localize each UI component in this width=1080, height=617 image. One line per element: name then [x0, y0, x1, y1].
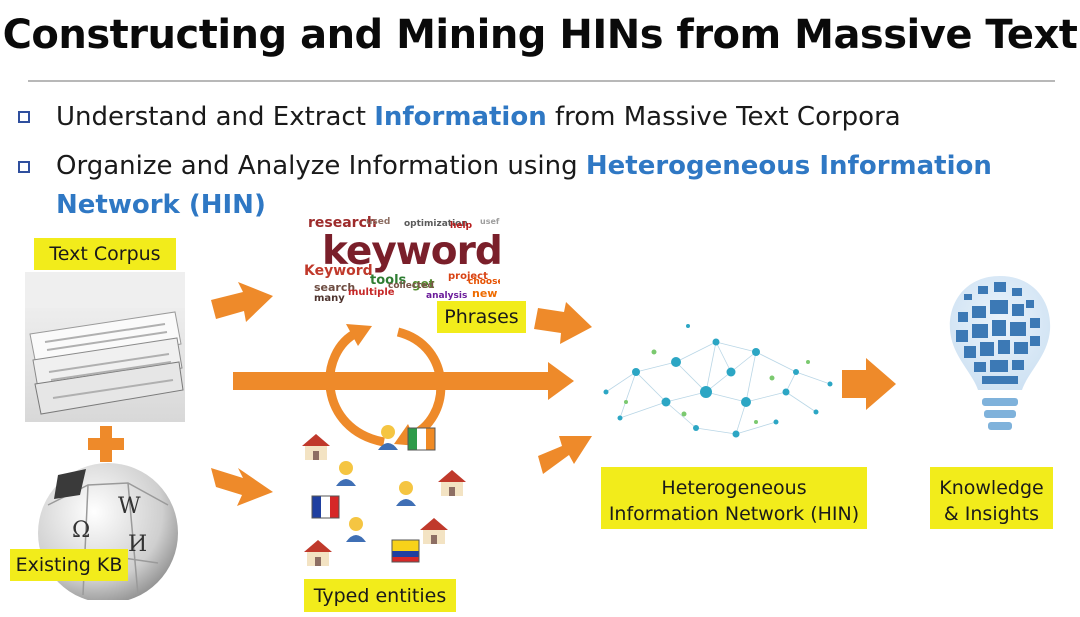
- arrow-to-knowledge: [842, 358, 896, 410]
- knowledge-label: Knowledge & Insights: [930, 467, 1053, 529]
- wordcloud-word: help: [450, 221, 473, 231]
- house-icon: [438, 470, 466, 496]
- existing-kb-label: Existing KB: [10, 549, 128, 581]
- network-graph-image: [596, 322, 840, 446]
- wordcloud-word: collected: [388, 281, 434, 291]
- bullet-2-line2: Network (HIN): [56, 190, 266, 220]
- bullet-2-pre: Organize and Analyze Information using: [56, 151, 586, 181]
- person-icon: [346, 517, 366, 542]
- wiki-glyph-w: W: [118, 494, 141, 519]
- bullet-1-highlight: Information: [374, 102, 547, 132]
- person-icon: [378, 425, 398, 450]
- house-icon: [304, 540, 332, 566]
- knowledge-label-line1: Knowledge: [939, 477, 1044, 499]
- wordcloud-word: optimization: [404, 219, 468, 229]
- person-icon: [396, 481, 416, 506]
- wordcloud-word: new: [472, 287, 498, 300]
- cycle-arrow-left: [325, 327, 385, 447]
- wordcloud-word: analysis: [426, 291, 468, 301]
- arrow-phrases-to-hin: [534, 302, 592, 344]
- bullet-2-checkbox-icon: [18, 161, 30, 173]
- bullet-2: Organize and Analyze Information using H…: [56, 147, 992, 185]
- hin-label: Heterogeneous Information Network (HIN): [601, 467, 867, 529]
- wordcloud-word: choose: [468, 277, 500, 287]
- house-icon: [302, 434, 330, 460]
- arrow-to-hin-main: [233, 362, 574, 400]
- bullet-1-post: from Massive Text Corpora: [546, 102, 901, 132]
- flag-icon-ireland: [407, 427, 436, 451]
- wiki-glyph-i: И: [128, 532, 147, 557]
- wordcloud-word: used: [366, 217, 391, 227]
- wordcloud-word: get: [412, 277, 435, 291]
- keyword-wordcloud-image: research keywords Keyword tools optimiza…: [300, 214, 500, 306]
- wiki-glyph-omega: Ω: [72, 518, 90, 543]
- arrow-to-entities: [211, 468, 273, 506]
- wordcloud-word: multiple: [348, 287, 395, 298]
- wordcloud-word: Keyword: [304, 263, 373, 279]
- bullet-1-pre: Understand and Extract: [56, 102, 375, 132]
- wordcloud-word: research: [308, 215, 377, 231]
- wordcloud-word: project: [448, 271, 488, 282]
- wordcloud-word: many: [314, 293, 345, 304]
- typed-entities-label: Typed entities: [304, 579, 456, 612]
- flag-icon-france: [311, 495, 340, 519]
- title-divider: [28, 80, 1055, 82]
- arrow-to-phrases: [211, 282, 273, 322]
- slide-title: Constructing and Mining HINs from Massiv…: [2, 12, 1078, 58]
- newspaper-image: [25, 272, 185, 422]
- wordcloud-main-word: keywords: [322, 229, 500, 274]
- hin-label-line2: Information Network (HIN): [608, 503, 860, 525]
- hin-label-line1: Heterogeneous: [661, 477, 807, 499]
- lightbulb-icon: [944, 272, 1056, 444]
- bullet-1-checkbox-icon: [18, 111, 30, 123]
- bullet-2-highlight: Heterogeneous Information: [585, 151, 992, 181]
- typed-entities-icons: [296, 420, 471, 570]
- bullet-1: Understand and Extract Information from …: [56, 98, 901, 136]
- phrases-label: Phrases: [437, 301, 526, 333]
- text-corpus-label: Text Corpus: [34, 238, 176, 270]
- wordcloud-word: search: [314, 281, 356, 294]
- wordcloud-word: useful: [480, 217, 500, 226]
- house-icon: [420, 518, 448, 544]
- plus-icon: [86, 424, 126, 464]
- flag-icon-colombia: [391, 539, 420, 563]
- person-icon: [336, 461, 356, 486]
- arrow-entities-to-hin: [538, 436, 592, 474]
- wordcloud-word: tools: [370, 273, 407, 288]
- knowledge-label-line2: & Insights: [943, 503, 1040, 525]
